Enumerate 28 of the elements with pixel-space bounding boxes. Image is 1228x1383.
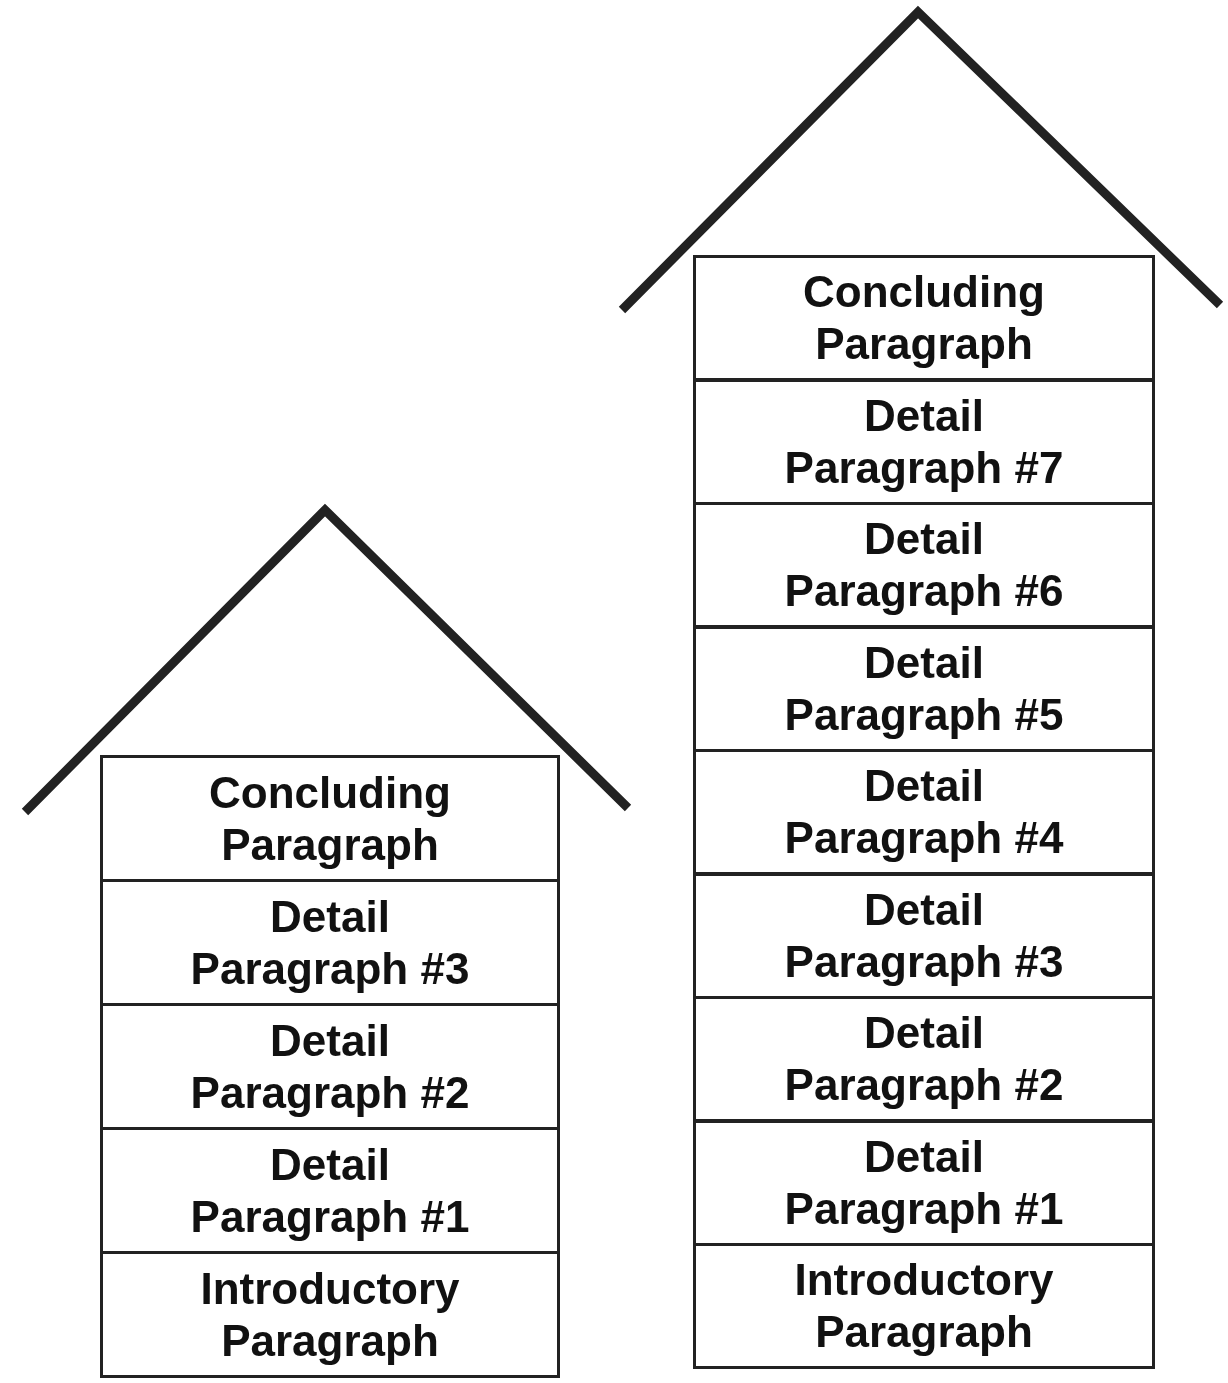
box-label: Concluding Paragraph (208, 766, 452, 871)
paragraph-box (100, 1127, 560, 1254)
paragraph-box (693, 1119, 1155, 1246)
box-label: Detail Paragraph #5 (783, 636, 1065, 741)
paragraph-box (693, 255, 1155, 381)
paragraph-box (100, 1251, 560, 1378)
paragraph-box (693, 378, 1155, 505)
box-label: Concluding Paragraph (802, 266, 1046, 370)
paragraph-box (693, 996, 1155, 1122)
box-label: Introductory Paragraph (793, 1254, 1055, 1358)
box-label: Detail Paragraph #3 (189, 890, 471, 995)
box-label: Detail Paragraph #2 (189, 1014, 471, 1119)
paragraph-box (693, 749, 1155, 875)
paragraph-box (100, 1003, 560, 1130)
paragraph-box (693, 502, 1155, 628)
box-label: Introductory Paragraph (199, 1262, 461, 1367)
box-label: Detail Paragraph #2 (783, 1007, 1065, 1111)
paragraph-box (693, 1243, 1155, 1369)
paragraph-box (100, 879, 560, 1006)
box-label: Detail Paragraph #1 (189, 1138, 471, 1243)
box-label: Detail Paragraph #7 (783, 389, 1065, 494)
paragraph-box (693, 872, 1155, 999)
paragraph-box (693, 625, 1155, 752)
paragraph-box (100, 755, 560, 882)
box-label: Detail Paragraph #4 (783, 760, 1065, 864)
box-label: Detail Paragraph #6 (783, 513, 1065, 617)
box-label: Detail Paragraph #3 (783, 883, 1065, 988)
box-label: Detail Paragraph #1 (783, 1130, 1065, 1235)
